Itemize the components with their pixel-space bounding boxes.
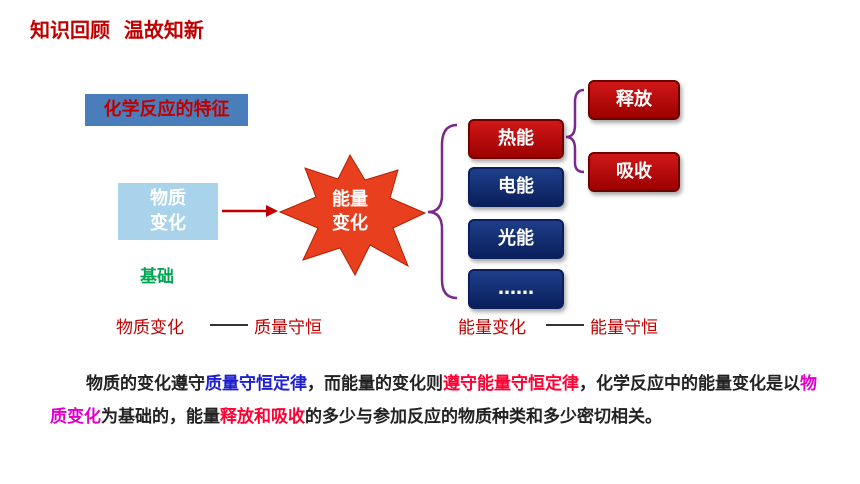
matter-change-box: 物质 变化: [118, 183, 218, 240]
para-text-1: 物质的变化遵守: [86, 374, 205, 394]
para-text-2: ，而能量的变化则: [307, 374, 443, 394]
energy-change-label: 能量 变化: [320, 188, 380, 236]
para-mass-law: 质量守恒定律: [205, 374, 307, 394]
matter-change-line1: 物质: [150, 188, 186, 209]
para-matter-change: 物质变化: [50, 374, 817, 427]
energy-change-line2: 变化: [332, 213, 368, 234]
law-left-conservation: 质量守恒: [254, 318, 322, 338]
energy-form-etc: ……: [468, 269, 564, 309]
para-text-4: 为基础的，能量: [101, 407, 220, 427]
energy-change-line1: 能量: [332, 189, 368, 210]
heat-absorb-box: 吸收: [588, 152, 680, 192]
energy-form-heat: 热能: [468, 119, 564, 159]
feature-label: 化学反应的特征: [85, 94, 248, 126]
energy-form-electric: 电能: [468, 167, 564, 207]
heat-bracket-icon: [565, 88, 585, 174]
para-release-absorb: 释放和吸收: [220, 407, 305, 427]
arrow-head-icon: [266, 205, 278, 217]
page-title: 知识回顾 温故知新: [30, 18, 204, 42]
energy-bracket-icon: [427, 123, 458, 300]
para-energy-law: 遵守能量守恒定律: [443, 374, 579, 394]
law-right-conservation: 能量守恒: [590, 318, 658, 338]
law-left-change: 物质变化: [116, 318, 184, 338]
basis-label: 基础: [140, 267, 174, 287]
para-text-5: 的多少与参加反应的物质种类和多少密切相关。: [305, 407, 662, 427]
para-text-3: ，化学反应中的能量变化是以: [579, 374, 800, 394]
law-right-change: 能量变化: [458, 318, 526, 338]
energy-star-icon: [278, 153, 427, 277]
matter-change-line2: 变化: [150, 213, 186, 234]
energy-form-light: 光能: [468, 219, 564, 259]
summary-paragraph: 物质的变化遵守质量守恒定律，而能量的变化则遵守能量守恒定律，化学反应中的能量变化…: [50, 368, 830, 434]
heat-release-box: 释放: [588, 80, 680, 120]
